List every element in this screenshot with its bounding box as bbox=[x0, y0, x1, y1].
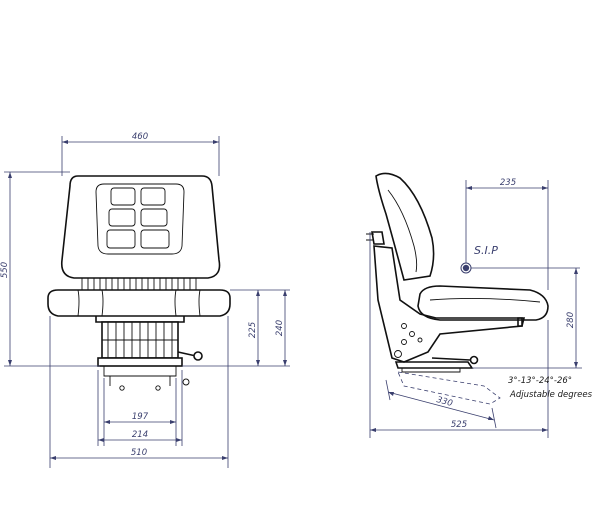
side-tilted-base bbox=[397, 371, 501, 405]
dim-depth: 525 bbox=[369, 232, 549, 438]
side-frame-holes bbox=[394, 323, 423, 358]
dim-sip-offset-label: 235 bbox=[500, 178, 516, 188]
dim-height-a: 225 bbox=[182, 289, 290, 367]
dim-sip-offset: 235 bbox=[466, 178, 549, 290]
dim-sip-height-label: 280 bbox=[566, 312, 576, 328]
dim-overall-height-label: 550 bbox=[0, 262, 10, 278]
side-backrest bbox=[375, 172, 435, 281]
dim-slide-a: 197 bbox=[103, 378, 177, 446]
side-view: S.I.P 235 280 330 bbox=[366, 172, 593, 438]
dim-slide-travel-label: 330 bbox=[435, 395, 453, 409]
front-seat-pan bbox=[95, 316, 185, 323]
dim-slide-a-label: 197 bbox=[132, 412, 149, 422]
dim-depth-label: 525 bbox=[451, 420, 467, 430]
side-front-strut bbox=[517, 317, 523, 327]
side-seat-cushion bbox=[417, 285, 549, 321]
front-suspension bbox=[101, 321, 179, 359]
front-backrest-panel bbox=[95, 183, 185, 255]
front-view: 460 550 225 240 bbox=[0, 132, 290, 468]
dim-height-b: 240 bbox=[275, 290, 287, 366]
front-cushion-pads bbox=[106, 187, 170, 249]
dim-height-a-label: 225 bbox=[248, 322, 258, 338]
front-hinge-ribs bbox=[81, 278, 197, 290]
dim-top-width: 460 bbox=[61, 132, 220, 176]
dim-base-width: 510 bbox=[49, 316, 229, 468]
front-adjust-lever bbox=[177, 351, 203, 361]
front-seat-seam bbox=[77, 289, 201, 317]
front-slider-rails bbox=[97, 357, 190, 391]
dim-slide-travel: 330 bbox=[385, 379, 497, 429]
side-frame bbox=[373, 245, 526, 363]
dim-base-width-label: 510 bbox=[131, 448, 147, 458]
angle-note-line1: 3°-13°-24°-26° bbox=[508, 376, 572, 386]
dim-top-width-label: 460 bbox=[132, 132, 148, 142]
dim-sip-height: 280 bbox=[472, 268, 582, 369]
sip-point: S.I.P bbox=[460, 244, 498, 274]
angle-note-line2: Adjustable degrees bbox=[509, 390, 593, 400]
dim-height-b-label: 240 bbox=[275, 320, 285, 336]
front-seat-cushion bbox=[47, 289, 231, 317]
dim-slide-b: 214 bbox=[97, 370, 183, 446]
dim-overall-height: 550 bbox=[0, 171, 100, 367]
side-backrest-inner bbox=[387, 189, 418, 273]
dim-slide-b-label: 214 bbox=[132, 430, 148, 440]
sip-label: S.I.P bbox=[474, 244, 498, 257]
side-slider bbox=[394, 355, 479, 373]
front-backrest bbox=[60, 175, 221, 279]
side-seat-seam bbox=[429, 297, 541, 303]
